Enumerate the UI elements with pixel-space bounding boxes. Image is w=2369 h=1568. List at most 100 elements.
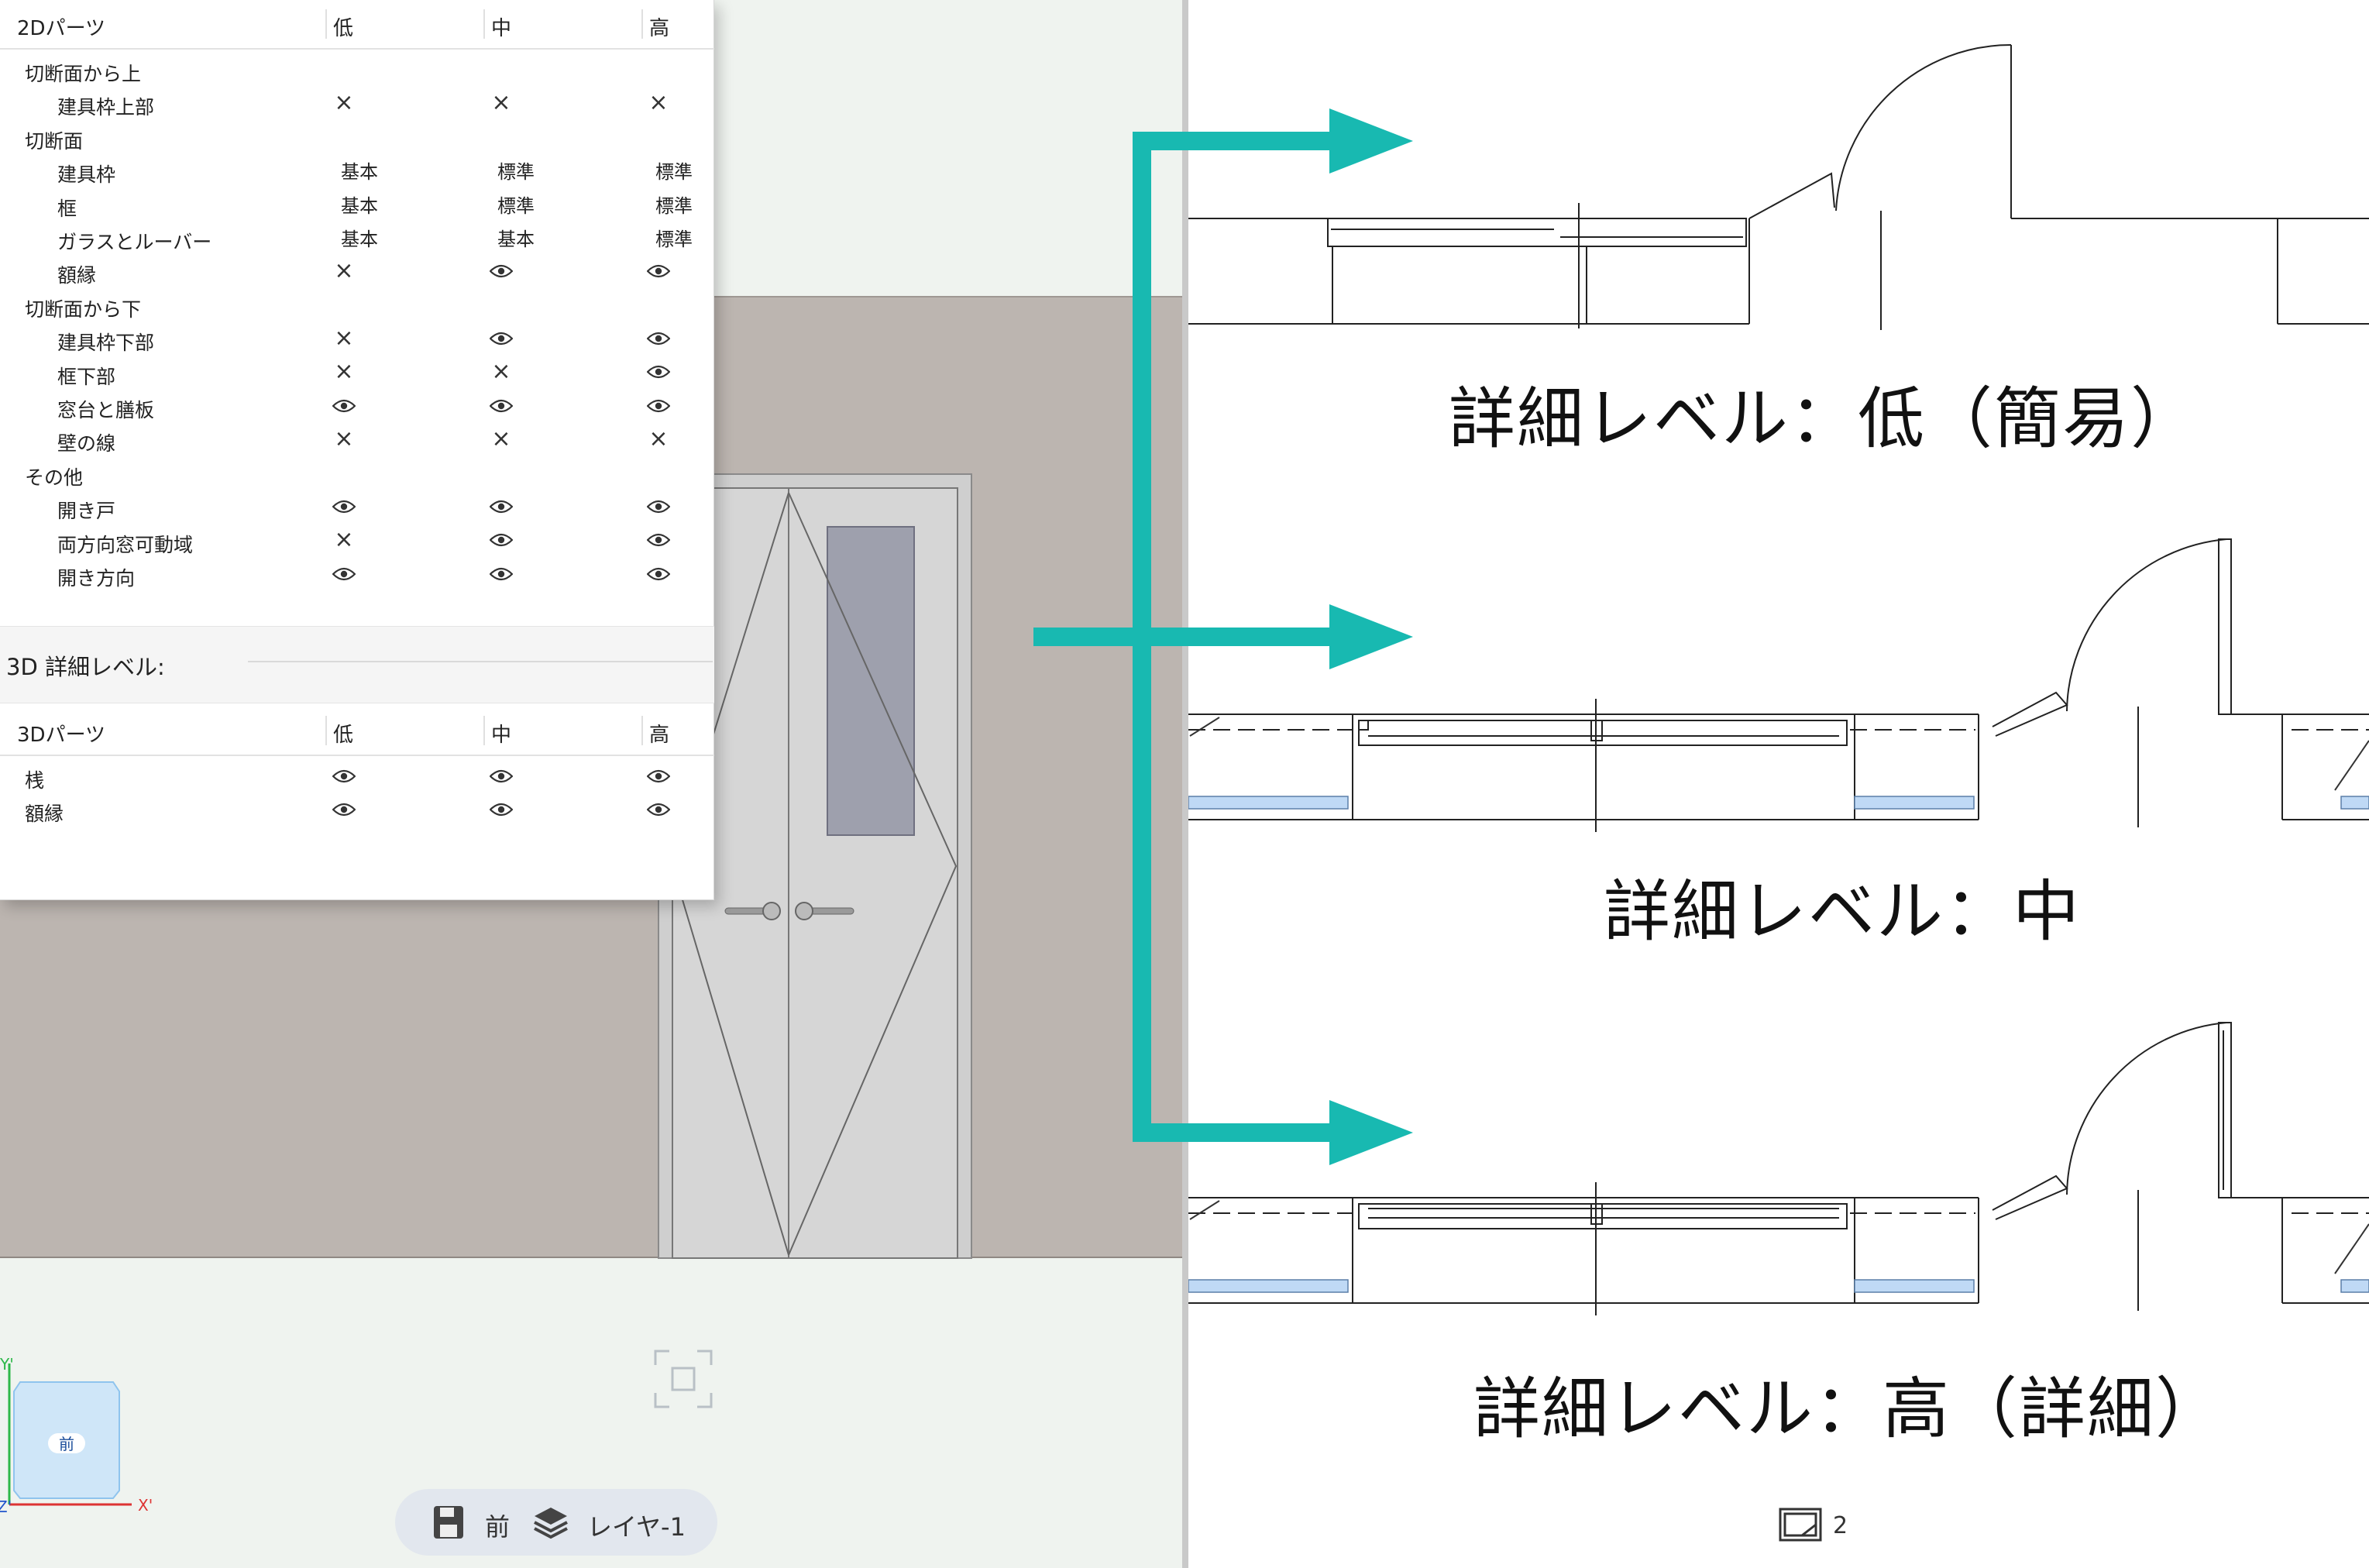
hidden-x-icon[interactable]: × xyxy=(334,526,354,554)
part-label: 額縁 xyxy=(57,264,97,287)
column-header-mid: 中 xyxy=(491,724,512,747)
fit-view-icon[interactable] xyxy=(652,1348,714,1410)
hidden-x-icon[interactable]: × xyxy=(334,358,354,386)
visible-eye-icon[interactable] xyxy=(321,793,367,826)
hidden-x-icon[interactable]: × xyxy=(334,256,354,284)
visible-eye-icon[interactable] xyxy=(478,793,524,826)
column-header-mid: 中 xyxy=(491,17,512,40)
table-row: 切断面 xyxy=(0,120,714,153)
sheet-icon[interactable] xyxy=(1779,1508,1822,1545)
table-row: 建具枠上部 × × × xyxy=(0,86,714,119)
table-row: 窓台と膳板 xyxy=(0,389,714,422)
level-value[interactable]: 基本 xyxy=(497,229,535,250)
level-value[interactable]: 標準 xyxy=(655,229,693,250)
visible-eye-icon[interactable] xyxy=(635,389,682,422)
table-3d-header: 3Dパーツ 低 中 高 xyxy=(0,707,714,756)
sheet-count: 2 xyxy=(1833,1512,1848,1539)
table-row: ガラスとルーバー 基本 基本 標準 xyxy=(0,221,714,254)
table-row: 開き方向 xyxy=(0,557,714,590)
level-value[interactable]: 標準 xyxy=(655,194,693,217)
caption-mid: 詳細レベル：中 xyxy=(1604,873,2081,951)
visible-eye-icon[interactable] xyxy=(321,759,367,793)
table-row: 建具枠下部 × xyxy=(0,322,714,355)
visible-eye-icon[interactable] xyxy=(478,557,524,590)
visible-eye-icon[interactable] xyxy=(478,322,524,355)
visible-eye-icon[interactable] xyxy=(635,490,682,523)
level-value[interactable]: 標準 xyxy=(497,161,535,184)
visible-eye-icon[interactable] xyxy=(478,759,524,793)
visible-eye-icon[interactable] xyxy=(635,322,682,355)
visible-eye-icon[interactable] xyxy=(478,389,524,422)
visible-eye-icon[interactable] xyxy=(635,793,682,826)
level-value[interactable]: 基本 xyxy=(341,229,378,250)
hidden-x-icon[interactable]: × xyxy=(648,88,669,116)
axis-z-label: Z' xyxy=(0,1498,12,1516)
category-label: その他 xyxy=(25,466,84,489)
hidden-x-icon[interactable]: × xyxy=(334,324,354,352)
table-row: 壁の線××× xyxy=(0,422,714,456)
section-3d-rule xyxy=(248,661,713,662)
part-label: 開き方向 xyxy=(57,567,136,590)
column-header-parts: 2Dパーツ xyxy=(17,17,106,40)
level-value[interactable]: 標準 xyxy=(497,194,535,217)
table-row: 額縁 xyxy=(0,793,714,826)
part-label: 開き戸 xyxy=(57,500,116,523)
visible-eye-icon[interactable] xyxy=(321,557,367,590)
door-elevation xyxy=(658,473,972,1259)
part-label: ガラスとルーバー xyxy=(57,231,212,253)
table-row: その他 xyxy=(0,456,714,490)
arrow-head-high xyxy=(1329,1100,1413,1165)
visible-eye-icon[interactable] xyxy=(321,389,367,422)
visible-eye-icon[interactable] xyxy=(321,490,367,523)
part-label: 建具枠上部 xyxy=(57,96,155,119)
category-label: 切断面から下 xyxy=(25,297,142,321)
pane-divider[interactable] xyxy=(1182,0,1188,1568)
hidden-x-icon[interactable]: × xyxy=(648,425,669,452)
view-name: 前 xyxy=(485,1512,511,1542)
layer-name: レイヤ-1 xyxy=(587,1512,686,1542)
visible-eye-icon[interactable] xyxy=(635,356,682,389)
table-2d-header: 2Dパーツ 低 中 高 xyxy=(0,0,714,50)
part-label: 框下部 xyxy=(57,365,116,388)
plan-low-detail xyxy=(1188,43,2369,330)
visible-eye-icon[interactable] xyxy=(478,254,524,287)
hidden-x-icon[interactable]: × xyxy=(491,425,511,452)
hidden-x-icon[interactable]: × xyxy=(334,425,354,452)
sheet-status[interactable]: 2 xyxy=(1779,1508,1848,1548)
table-row: 框基本標準標準 xyxy=(0,187,714,221)
table-row: 切断面から下 xyxy=(0,288,714,322)
level-value[interactable]: 基本 xyxy=(341,194,378,217)
visible-eye-icon[interactable] xyxy=(635,254,682,287)
plan-mid-detail xyxy=(1188,538,2369,832)
table-row: 両方向窓可動域× xyxy=(0,524,714,557)
layers-icon[interactable] xyxy=(533,1504,569,1540)
hidden-x-icon[interactable]: × xyxy=(491,358,511,386)
column-header-high: 高 xyxy=(649,17,670,40)
column-header-low: 低 xyxy=(333,17,354,40)
column-header-low: 低 xyxy=(333,724,354,747)
column-header-high: 高 xyxy=(649,724,670,747)
part-label: 窓台と膳板 xyxy=(57,399,155,421)
section-3d-label: 3D 詳細レベル: xyxy=(6,654,165,680)
visible-eye-icon[interactable] xyxy=(635,759,682,793)
hidden-x-icon[interactable]: × xyxy=(491,88,511,116)
navigation-cube[interactable]: 前 Y' X' Z' xyxy=(0,1348,163,1518)
visible-eye-icon[interactable] xyxy=(478,524,524,557)
arrow-head-mid xyxy=(1329,604,1413,669)
part-label: 建具枠 xyxy=(57,163,116,187)
part-label: 建具枠下部 xyxy=(57,332,155,355)
hidden-x-icon[interactable]: × xyxy=(334,88,354,116)
section-divider xyxy=(0,626,714,703)
save-view-icon[interactable] xyxy=(432,1504,465,1540)
visible-eye-icon[interactable] xyxy=(635,557,682,590)
view-status-bar[interactable]: 前 レイヤ-1 xyxy=(395,1489,717,1556)
table-row: 桟 xyxy=(0,759,714,793)
plan-drawing-sheet: 詳細レベル：低（簡易） 詳細レベル：中 詳細レベル：高（詳細） xyxy=(1188,0,2369,1568)
caption-low: 詳細レベル：低（簡易） xyxy=(1449,380,2199,458)
arrow-head-low xyxy=(1329,108,1413,174)
column-header-parts: 3Dパーツ xyxy=(17,724,106,747)
visible-eye-icon[interactable] xyxy=(478,490,524,523)
visible-eye-icon[interactable] xyxy=(635,524,682,557)
level-value[interactable]: 標準 xyxy=(655,161,693,184)
level-value[interactable]: 基本 xyxy=(341,161,378,184)
